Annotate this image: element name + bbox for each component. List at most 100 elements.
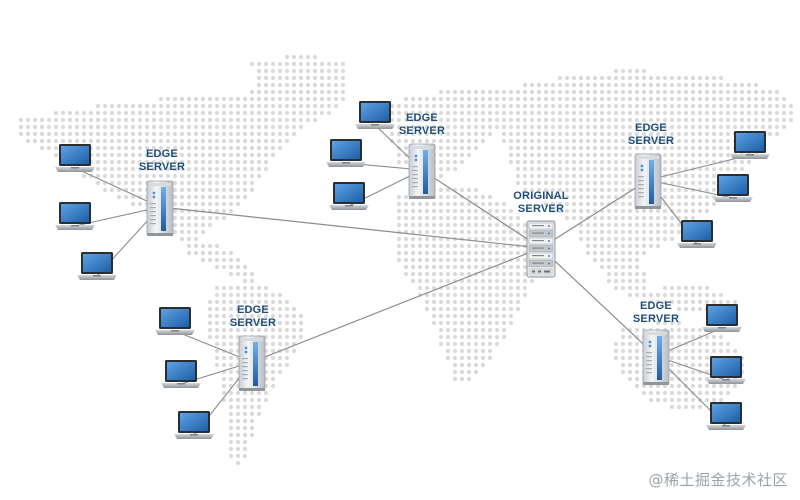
map-dot	[627, 180, 633, 186]
map-dot	[690, 306, 696, 312]
map-dot	[459, 313, 465, 319]
map-dot	[193, 138, 199, 144]
map-dot	[711, 152, 717, 158]
map-dot	[431, 306, 437, 312]
map-dot	[165, 138, 171, 144]
map-dot	[214, 327, 220, 333]
map-dot	[557, 124, 563, 130]
map-dot	[669, 96, 675, 102]
map-dot	[445, 96, 451, 102]
map-dot	[683, 194, 689, 200]
edge-server-label-west: EDGE SERVER	[139, 148, 185, 174]
map-dot	[774, 103, 780, 109]
map-dot	[438, 313, 444, 319]
map-dot	[130, 138, 136, 144]
map-dot	[158, 117, 164, 123]
map-dot	[403, 264, 409, 270]
map-dot	[228, 404, 234, 410]
map-dot	[620, 180, 626, 186]
map-dot	[669, 201, 675, 207]
map-dot	[592, 194, 598, 200]
edge-server-icon-edge-southwest	[238, 335, 266, 391]
map-dot	[592, 208, 598, 214]
map-dot	[578, 173, 584, 179]
map-dot	[543, 152, 549, 158]
map-dot	[669, 341, 675, 347]
map-dot	[648, 229, 654, 235]
map-dot	[536, 152, 542, 158]
map-dot	[599, 145, 605, 151]
map-dot	[515, 285, 521, 291]
map-dot	[242, 432, 248, 438]
map-dot	[592, 152, 598, 158]
map-dot	[186, 159, 192, 165]
map-dot	[522, 138, 528, 144]
map-dot	[669, 166, 675, 172]
map-dot	[130, 187, 136, 193]
map-dot	[123, 124, 129, 130]
map-dot	[697, 355, 703, 361]
map-dot	[396, 194, 402, 200]
map-dot	[648, 215, 654, 221]
map-dot	[606, 96, 612, 102]
map-dot	[123, 131, 129, 137]
map-dot	[277, 103, 283, 109]
map-dot	[620, 82, 626, 88]
map-dot	[739, 166, 745, 172]
map-dot	[711, 96, 717, 102]
map-dot	[578, 138, 584, 144]
map-dot	[445, 355, 451, 361]
map-dot	[627, 250, 633, 256]
map-dot	[522, 159, 528, 165]
map-dot	[312, 89, 318, 95]
map-dot	[305, 82, 311, 88]
map-dot	[711, 201, 717, 207]
map-dot	[256, 68, 262, 74]
map-dot	[683, 369, 689, 375]
map-dot	[480, 327, 486, 333]
map-dot	[410, 110, 416, 116]
map-dot	[564, 75, 570, 81]
map-dot	[613, 236, 619, 242]
map-dot	[578, 187, 584, 193]
map-dot	[452, 208, 458, 214]
map-dot	[746, 96, 752, 102]
map-dot	[186, 110, 192, 116]
map-dot	[522, 187, 528, 193]
map-dot	[137, 110, 143, 116]
map-dot	[116, 110, 122, 116]
map-dot	[480, 243, 486, 249]
map-dot	[725, 124, 731, 130]
map-dot	[550, 103, 556, 109]
map-dot	[179, 187, 185, 193]
map-dot	[158, 110, 164, 116]
map-dot	[487, 194, 493, 200]
map-dot	[137, 166, 143, 172]
map-dot	[683, 117, 689, 123]
map-dot	[613, 138, 619, 144]
map-dot	[501, 89, 507, 95]
label-line: ORIGINAL	[513, 190, 569, 202]
map-dot	[151, 117, 157, 123]
map-dot	[333, 68, 339, 74]
map-dot	[221, 341, 227, 347]
map-dot	[193, 145, 199, 151]
map-dot	[235, 110, 241, 116]
map-dot	[690, 341, 696, 347]
map-dot	[620, 145, 626, 151]
map-dot	[235, 180, 241, 186]
map-dot	[459, 159, 465, 165]
map-dot	[641, 271, 647, 277]
map-dot	[298, 54, 304, 60]
map-dot	[305, 103, 311, 109]
map-dot	[473, 89, 479, 95]
map-dot	[648, 96, 654, 102]
map-dot	[648, 236, 654, 242]
map-dot	[256, 285, 262, 291]
map-dot	[494, 299, 500, 305]
map-dot	[522, 271, 528, 277]
map-dot	[459, 306, 465, 312]
map-dot	[452, 229, 458, 235]
map-dot	[620, 138, 626, 144]
map-dot	[81, 173, 87, 179]
